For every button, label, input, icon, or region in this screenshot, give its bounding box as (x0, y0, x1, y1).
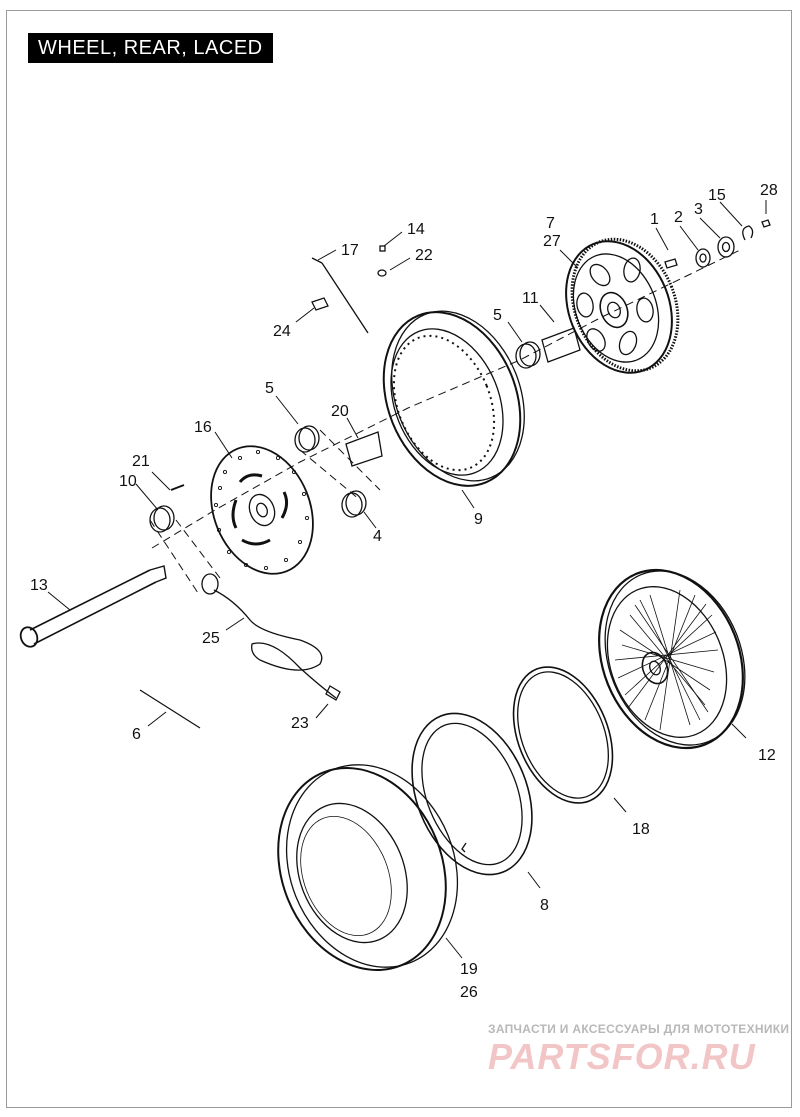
speed-sensor-part[interactable] (201, 573, 341, 701)
tire-part[interactable] (249, 739, 487, 996)
callout-23: 23 (291, 715, 309, 732)
callout-5b: 5 (493, 307, 502, 324)
spacer-part[interactable] (345, 327, 581, 467)
callout-6: 6 (132, 726, 141, 743)
callout-22: 22 (415, 247, 433, 264)
callout-labels: 1 2 3 4 5 5 6 7 27 8 9 10 11 12 13 14 15… (30, 182, 778, 1001)
bearing-part[interactable] (149, 341, 541, 533)
callout-14: 14 (407, 221, 425, 238)
watermark-caption: ЗАПЧАСТИ И АКСЕССУАРЫ ДЛЯ МОТОТЕХНИКИ (488, 1022, 790, 1036)
callout-11: 11 (522, 290, 539, 307)
assembly-lines (149, 249, 741, 597)
brake-disc-part[interactable] (193, 431, 331, 589)
hardware-part[interactable] (139, 219, 771, 729)
page-frame (6, 10, 792, 1108)
callout-5a: 5 (265, 380, 274, 397)
callout-25: 25 (202, 630, 220, 647)
callout-3: 3 (694, 201, 703, 218)
callout-12: 12 (758, 747, 776, 764)
rim-strip-part[interactable] (495, 652, 632, 817)
callout-16: 16 (194, 419, 212, 436)
callout-18: 18 (632, 821, 650, 838)
callout-20: 20 (331, 403, 349, 420)
callout-4: 4 (373, 528, 382, 545)
watermark-logo: PARTSFOR.RU (488, 1036, 756, 1077)
callout-9: 9 (474, 511, 483, 528)
laced-wheel-part[interactable] (573, 548, 769, 770)
callout-21: 21 (132, 453, 150, 470)
callout-8: 8 (540, 897, 549, 914)
axle-part[interactable] (18, 565, 167, 649)
callout-1: 1 (650, 211, 659, 228)
leader-lines (47, 200, 767, 959)
callout-19: 19 (460, 961, 478, 978)
pulley-part[interactable] (547, 223, 697, 389)
callout-24: 24 (273, 323, 291, 340)
inner-tube-part[interactable] (390, 696, 555, 893)
callout-7: 7 (546, 215, 555, 232)
callout-28: 28 (760, 182, 778, 199)
callout-15: 15 (708, 187, 726, 204)
callout-27: 27 (543, 233, 561, 250)
cast-wheel-part[interactable] (359, 291, 549, 506)
callout-26: 26 (460, 984, 478, 1001)
diagram-title: WHEEL, REAR, LACED (28, 33, 273, 63)
callout-10: 10 (119, 473, 137, 490)
callout-17: 17 (341, 242, 359, 259)
callout-2: 2 (674, 209, 683, 226)
callout-13: 13 (30, 577, 48, 594)
